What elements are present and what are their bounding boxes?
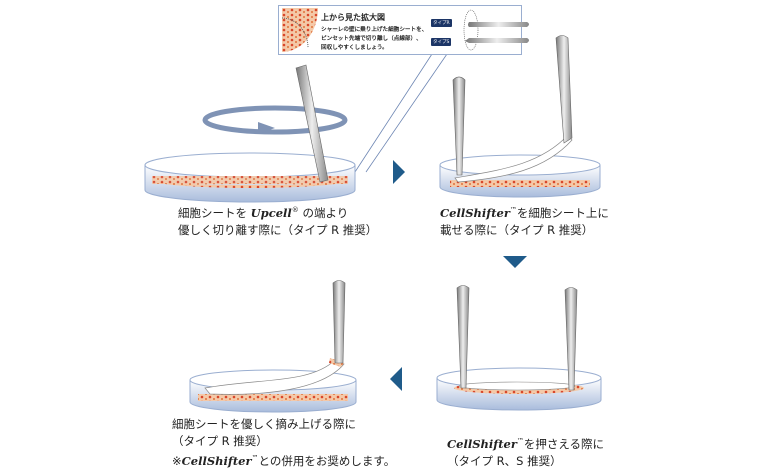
panel-3-illustration	[189, 280, 357, 413]
brand-name: Upcell	[250, 205, 292, 220]
caption-text: （タイプ R、S 推奨）	[447, 453, 562, 468]
step-1-caption: 細胞シートを Upcell® の端より 優しく切り離す際に（タイプ R 推奨）	[178, 202, 377, 239]
cell-sheet-closeup-icon	[282, 8, 318, 52]
callout-line: 回収しやすくしましょう。	[321, 45, 388, 51]
caption-text: の端より	[298, 205, 349, 220]
tweezer-icon	[295, 64, 329, 183]
brand-name: CellShifter	[181, 453, 252, 468]
tweezer-tips-icon	[463, 9, 529, 51]
caption-text: 細胞シートを優しく摘み上げる際に	[172, 417, 356, 431]
tweezer-icon	[456, 285, 470, 389]
brand-name: CellShifter	[447, 436, 517, 451]
rotation-arrow-icon	[202, 105, 348, 135]
type-s-badge: タイプS	[431, 38, 452, 46]
step-3-caption: 細胞シートを優しく摘み上げる際に （タイプ R 推奨） ※CellShifter…	[172, 416, 395, 470]
tweezer-icon	[555, 35, 573, 144]
caption-text: を細胞シート上に	[516, 205, 609, 220]
callout-pointer	[354, 53, 448, 173]
callout-body: シャーレの壁に乗り上げた細胞シートを、 ピンセット先端で切り離し（点線部）、 回…	[321, 26, 427, 53]
callout-line: ピンセット先端で切り離し（点線部）、	[321, 36, 422, 42]
trademark: ™	[509, 206, 517, 214]
ramp	[152, 176, 348, 184]
arrow-left-icon	[390, 367, 402, 391]
callout-line: シャーレの壁に乗り上げた細胞シートを、	[321, 27, 428, 33]
arrow-right-icon	[393, 160, 405, 184]
caption-text: との併用をお奨めします。	[258, 453, 396, 468]
arrow-down-icon	[503, 256, 527, 268]
caption-text: を押さえる際に	[523, 436, 605, 451]
tweezer-icon	[332, 280, 346, 364]
caption-text: 載せる際に（タイプ R 推奨）	[440, 222, 594, 237]
trademark: ™	[251, 454, 259, 462]
panel-2-illustration	[439, 35, 601, 198]
caption-text: 細胞シートを	[178, 205, 251, 220]
type-r-badge: タイプR	[431, 19, 452, 27]
note-mark: ※	[172, 453, 182, 468]
magnified-view-callout: 上から見た拡大図 シャーレの壁に乗り上げた細胞シートを、 ピンセット先端で切り離…	[278, 5, 529, 55]
caption-text: （タイプ R 推奨）	[172, 434, 268, 448]
step-2-caption: CellShifter™を細胞シート上に 載せる際に（タイプ R 推奨）	[440, 202, 609, 239]
panel-1-illustration	[144, 64, 356, 203]
trademark: ™	[516, 437, 524, 445]
step-4-caption: CellShifter™を押さえる際に （タイプ R、S 推奨）	[447, 433, 604, 470]
tweezer-icon	[452, 76, 466, 176]
panel-4-illustration	[436, 285, 602, 411]
trademark: ®	[291, 206, 299, 214]
callout-title: 上から見た拡大図	[321, 13, 385, 22]
caption-text: 優しく切り離す際に（タイプ R 推奨）	[178, 222, 378, 237]
brand-name: CellShifter	[440, 205, 510, 220]
tweezer-icon	[564, 287, 578, 391]
